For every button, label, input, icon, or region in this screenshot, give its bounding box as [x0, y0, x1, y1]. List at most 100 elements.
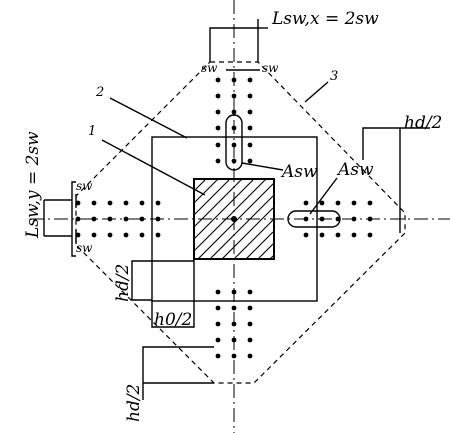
- stud-dot: [367, 232, 373, 238]
- stud-dot: [319, 216, 325, 222]
- stud-dot: [247, 353, 253, 359]
- stud-dot: [231, 353, 237, 359]
- stud-dot: [231, 337, 237, 343]
- label-hd2-left: hd/2: [113, 264, 133, 302]
- stud-dot: [123, 200, 129, 206]
- stud-dot: [319, 200, 325, 206]
- stud-dot: [215, 93, 221, 99]
- label-num-2: 2: [95, 85, 104, 100]
- stud-dot: [335, 200, 341, 206]
- stud-dot: [215, 353, 221, 359]
- stud-dot: [247, 109, 253, 115]
- stud-dot: [319, 232, 325, 238]
- stud-dot: [247, 142, 253, 148]
- hd2-bottom-dim: [142, 346, 214, 400]
- stud-dot: [247, 93, 253, 99]
- stud-dots: [75, 77, 373, 359]
- stud-dot: [231, 289, 237, 295]
- hatch-line: [197, 182, 274, 259]
- stud-dot: [367, 200, 373, 206]
- top-stud-zone-box: [209, 27, 259, 62]
- asw-slot-horizontal: [287, 210, 341, 228]
- stud-dot: [215, 337, 221, 343]
- label-lswy: Lsw,y = 2sw: [23, 131, 43, 239]
- column-hatching: [194, 179, 274, 259]
- stud-dot: [247, 289, 253, 295]
- stud-dot: [231, 93, 237, 99]
- label-lswx: Lsw,x = 2sw: [271, 9, 379, 29]
- hd2-right-dim: [362, 127, 430, 160]
- stud-dot: [231, 305, 237, 311]
- stud-dot: [335, 232, 341, 238]
- stud-dot: [215, 305, 221, 311]
- stud-dot: [247, 321, 253, 327]
- label-h0-2: h0/2: [154, 310, 192, 330]
- label-sw-top-left: sw: [201, 61, 218, 75]
- stud-dot: [215, 109, 221, 115]
- stud-dot: [215, 289, 221, 295]
- stud-dot: [215, 158, 221, 164]
- label-sw-left-top: sw: [76, 179, 93, 193]
- outer-dashed-contour: [75, 61, 406, 384]
- hatch-line: [194, 179, 267, 252]
- stud-dot: [351, 232, 357, 238]
- stud-dot: [247, 337, 253, 343]
- stud-dot: [155, 232, 161, 238]
- stud-dot: [215, 142, 221, 148]
- stud-dot: [247, 125, 253, 131]
- stud-dot: [107, 216, 113, 222]
- label-sw-left-bottom: sw: [76, 241, 93, 255]
- asw-leader-1: [241, 162, 284, 171]
- label-asw-2: Asw: [336, 160, 374, 180]
- leader-3: [304, 81, 329, 103]
- stud-dot: [351, 216, 357, 222]
- stud-dot: [231, 109, 237, 115]
- stud-dot: [247, 305, 253, 311]
- hatch-line: [245, 230, 274, 259]
- stud-dot: [91, 200, 97, 206]
- stud-dot: [75, 200, 81, 206]
- h0-dim: [151, 259, 195, 328]
- label-asw-1: Asw: [280, 162, 318, 182]
- hd2-left-dim: [131, 260, 194, 300]
- hatch-line: [194, 179, 231, 216]
- label-sw-top-right: sw: [262, 61, 279, 75]
- stud-dot: [303, 200, 309, 206]
- stud-dot: [75, 216, 81, 222]
- stud-dot: [139, 216, 145, 222]
- stud-dot: [139, 200, 145, 206]
- hatch-line: [233, 218, 274, 259]
- stud-dot: [231, 77, 237, 83]
- label-num-3: 3: [330, 69, 338, 84]
- stud-dot: [91, 232, 97, 238]
- hatch-line: [194, 179, 243, 228]
- stud-dot: [155, 216, 161, 222]
- stud-dot: [215, 321, 221, 327]
- label-hd2-bottom: hd/2: [124, 384, 144, 422]
- inner-square-contour: [151, 136, 318, 302]
- leader-1: [101, 139, 206, 196]
- hatch-line: [209, 194, 274, 259]
- hatch-line: [221, 206, 274, 259]
- leader-2: [109, 97, 188, 139]
- asw-leader-2: [309, 177, 338, 215]
- stud-dot: [247, 158, 253, 164]
- stud-dot: [155, 200, 161, 206]
- hatch-line: [194, 179, 219, 204]
- stud-dot: [231, 142, 237, 148]
- stud-dot: [215, 125, 221, 131]
- hatch-line: [194, 179, 255, 240]
- stud-dot: [123, 216, 129, 222]
- stud-dot: [215, 77, 221, 83]
- stud-dot: [351, 200, 357, 206]
- stud-dot: [231, 321, 237, 327]
- column-center-dot: [231, 216, 237, 222]
- stud-dot: [107, 200, 113, 206]
- stud-dot: [231, 158, 237, 164]
- stud-dot: [303, 232, 309, 238]
- stud-dot: [231, 125, 237, 131]
- label-hd2-right: hd/2: [404, 113, 442, 133]
- stud-dot: [335, 216, 341, 222]
